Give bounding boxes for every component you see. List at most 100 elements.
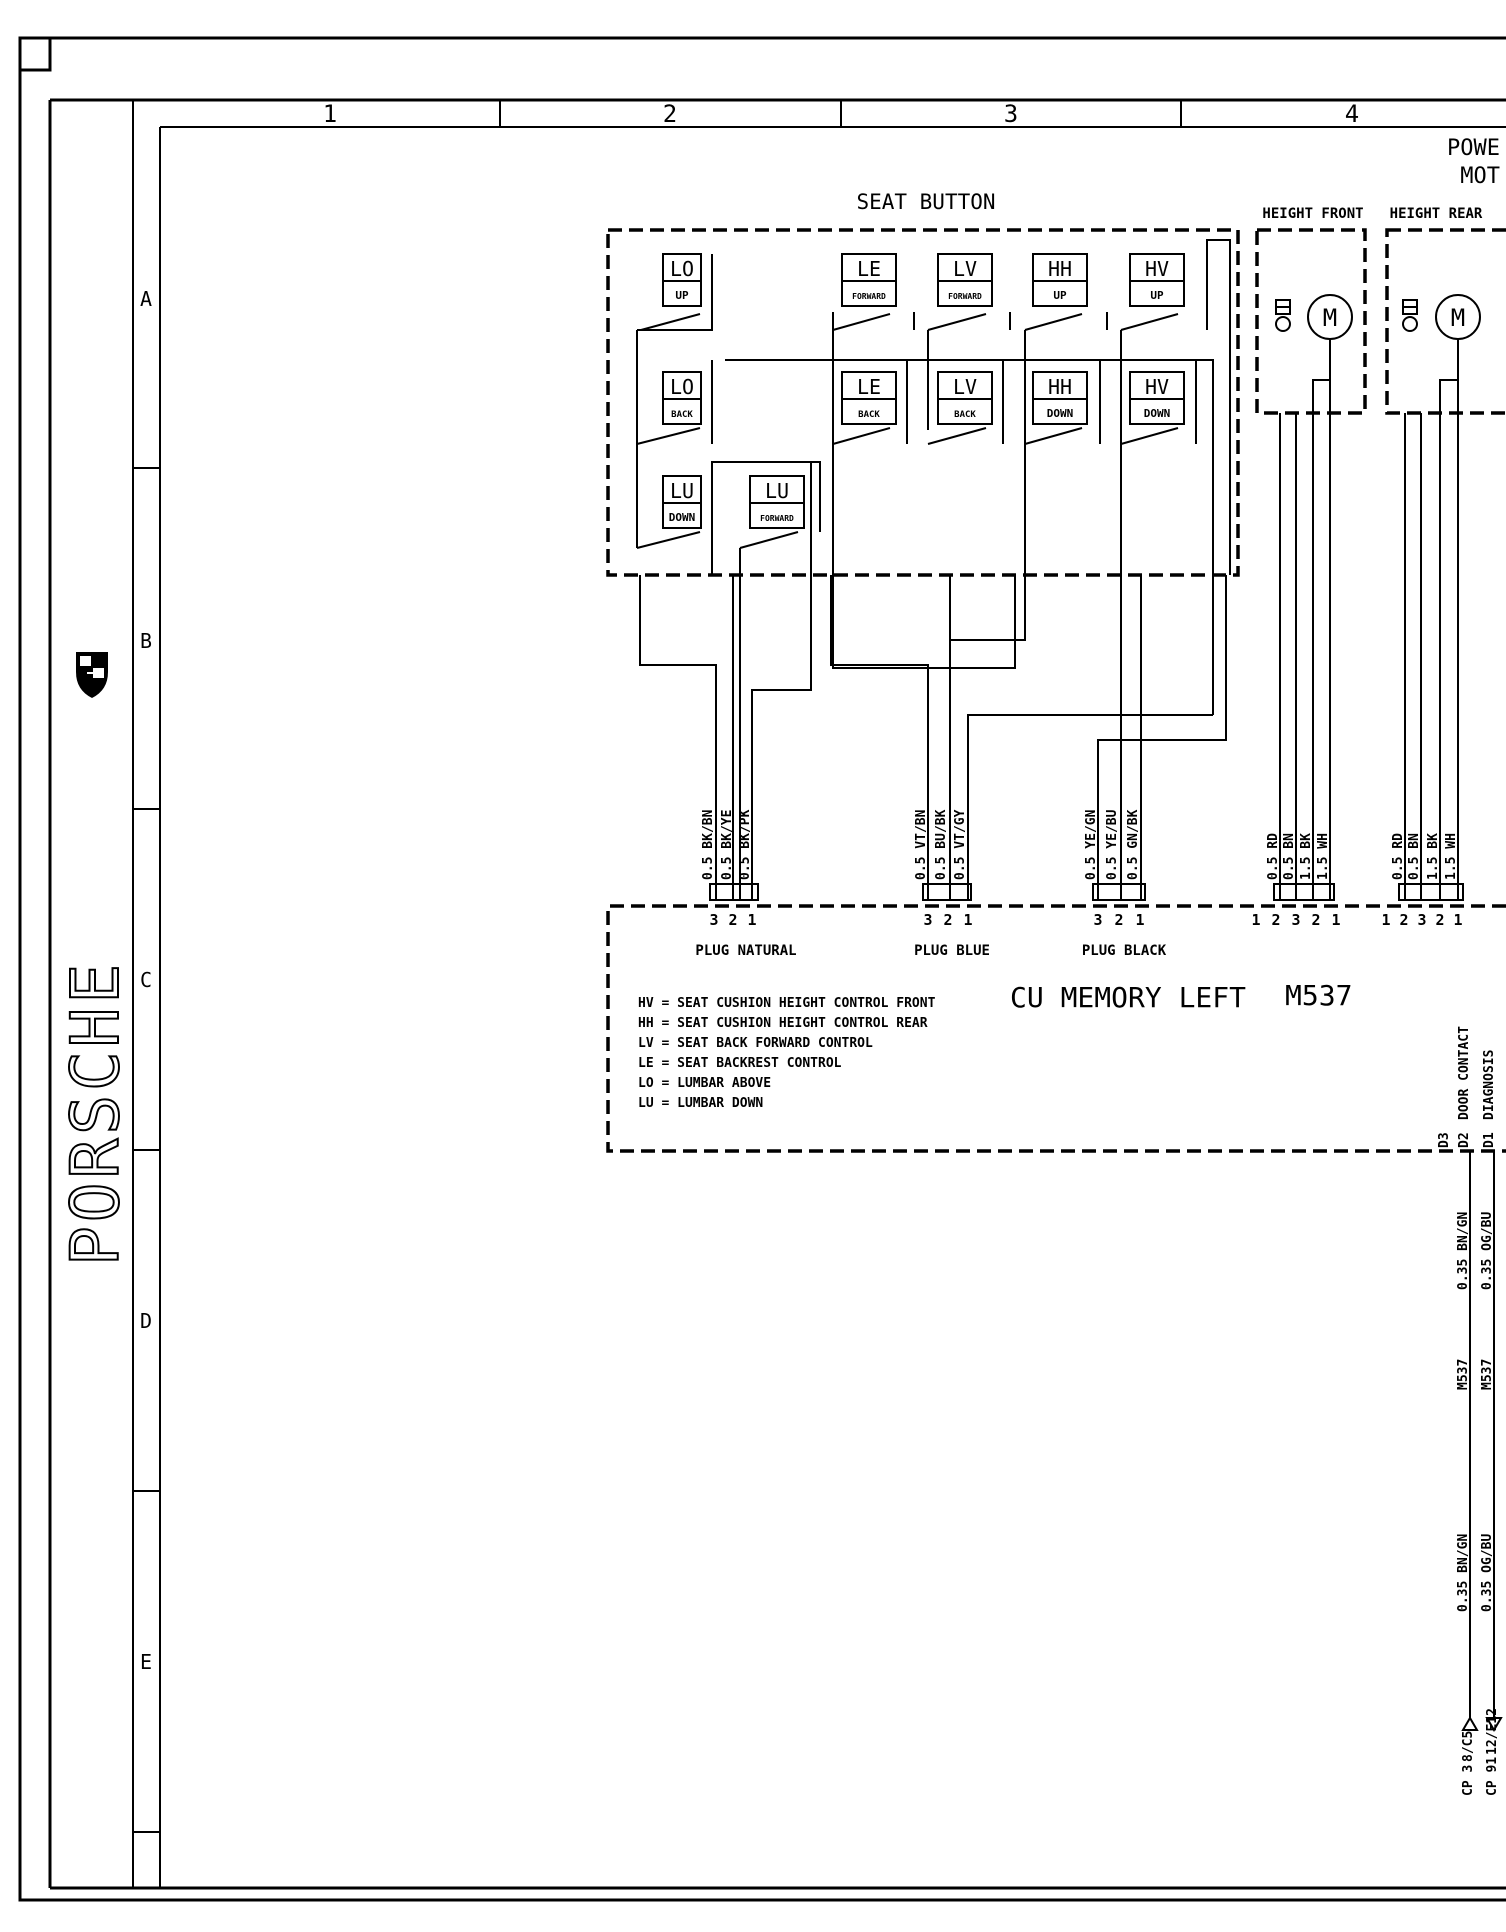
connection-point-ref: 8/C5 [1461,1731,1476,1762]
wire-label: 0.35 OG/BU [1480,1534,1495,1612]
harness-wires [639,413,1459,900]
height-rear-motor: M [1402,294,1481,413]
connector-arrow-icon [1485,1717,1503,1732]
pin-number: 1 [1135,911,1144,929]
pin-number: 2 [1399,911,1408,929]
plug-natural-label: PLUG NATURAL [695,943,796,959]
button-function: LU [765,479,789,503]
button-direction: FORWARD [760,514,794,523]
position-sensor-icon [1402,316,1418,332]
brand-logotype: PORSCHE [57,960,134,1266]
wire-label: 0.35 OG/BU [1480,1212,1495,1290]
pin-number: 3 [923,911,932,929]
pin-number: 1 [747,911,756,929]
height-front-motor: M [1275,294,1353,413]
button-function: HV [1145,375,1169,399]
row-label: B [140,629,152,653]
button-le-back: LE BACK [841,371,897,425]
pin-number: 1 [1453,911,1462,929]
wire-label: 1.5 BK [1299,833,1314,880]
wire-label: 0.5 RD [1391,833,1406,880]
control-unit-title: CU MEMORY LEFT [1010,981,1246,1014]
button-le-forward: LE FORWARD [841,253,897,307]
control-unit-box [606,904,1506,1153]
pin-number: 3 [1417,911,1426,929]
button-direction: FORWARD [948,292,982,301]
motor-symbol: M [1323,304,1337,332]
legend-entry: LO = LUMBAR ABOVE [638,1076,771,1091]
wire-label: 0.5 BN [1407,833,1422,880]
button-hv-up: HV UP [1129,253,1185,307]
abbreviation-legend: HV = SEAT CUSHION HEIGHT CONTROL FRONT H… [638,996,936,1111]
button-lu-forward: LU FORWARD [749,475,805,529]
button-function: LU [670,479,694,503]
motor-heading: MOT [1460,164,1500,189]
legend-entry: HV = SEAT CUSHION HEIGHT CONTROL FRONT [638,996,936,1011]
button-function: HV [1145,257,1169,281]
column-label: 3 [1004,100,1018,128]
pin-number: 3 [709,911,718,929]
height-rear-heading: HEIGHT REAR [1390,206,1483,222]
legend-entry: HH = SEAT CUSHION HEIGHT CONTROL REAR [638,1016,928,1031]
plug-black-label: PLUG BLACK [1082,943,1167,959]
column-label: 2 [663,100,677,128]
pin-number: 1 [963,911,972,929]
pin-numbers: 3 2 1 3 2 1 3 2 1 1 2 3 2 1 1 2 3 2 1 [709,911,1462,929]
wire-label: 0.5 BK/PK [738,809,753,880]
button-function: HH [1048,375,1072,399]
button-function: LE [857,257,881,281]
pin-number: 2 [1114,911,1123,929]
column-label: 1 [323,100,337,128]
button-lv-back: LV BACK [937,371,993,425]
button-lv-forward: LV FORWARD [937,253,993,307]
legend-entry: LU = LUMBAR DOWN [638,1096,763,1111]
seat-button-heading: SEAT BUTTON [856,190,995,214]
pin-number: 2 [728,911,737,929]
column-label: 4 [1345,100,1359,128]
position-sensor-icon [1275,316,1291,332]
wire-label: 0.5 VT/BN [914,809,929,880]
connection-point-ref: 12/E12 [1485,1708,1500,1755]
wire-label: 1.5 WH [1316,833,1331,880]
sheet-frame [18,36,1506,1902]
button-direction: UP [1053,289,1067,302]
row-label: D [140,1309,152,1333]
wire-label: 0.5 YE/GN [1084,809,1099,880]
button-direction: BACK [954,410,976,420]
connection-point: CP 3 [1461,1765,1476,1796]
motor-symbol: M [1451,304,1465,332]
height-rear-motor-box [1385,228,1506,415]
button-direction: UP [1150,289,1164,302]
d-connector-labels: D3 D2 D1 DOOR CONTACT DIAGNOSIS [1437,1026,1497,1148]
button-direction: DOWN [1144,407,1171,420]
button-function: LO [670,257,694,281]
pin-d1: D1 [1482,1132,1497,1148]
wire-label: 0.5 GN/BK [1126,809,1141,880]
button-direction: DOWN [1047,407,1074,420]
button-hh-down: HH DOWN [1032,371,1088,425]
pin-d3: D3 [1437,1132,1452,1148]
power-heading: POWE [1447,136,1500,161]
wire-label: 0.5 VT/GY [953,809,968,880]
button-direction: BACK [858,410,880,420]
control-unit-code: M537 [1285,979,1352,1012]
height-front-heading: HEIGHT FRONT [1262,206,1363,222]
button-hh-up: HH UP [1032,253,1088,307]
connection-point: CP 91 [1485,1757,1500,1796]
pin-number: 1 [1331,911,1340,929]
button-function: LE [857,375,881,399]
row-label: E [140,1650,152,1674]
wire-label: M537 [1456,1359,1471,1390]
legend-entry: LV = SEAT BACK FORWARD CONTROL [638,1036,873,1051]
button-function: LV [953,257,977,281]
pin-number: 2 [943,911,952,929]
wire-label: 0.5 BK/BN [701,809,716,880]
button-function: HH [1048,257,1072,281]
diagnosis-label: DIAGNOSIS [1482,1049,1497,1120]
wire-label: 1.5 BK [1426,833,1441,880]
pin-d2: D2 [1457,1132,1472,1148]
pin-number: 1 [1381,911,1390,929]
seat-button-panel [606,228,1240,577]
pin-number: 3 [1093,911,1102,929]
